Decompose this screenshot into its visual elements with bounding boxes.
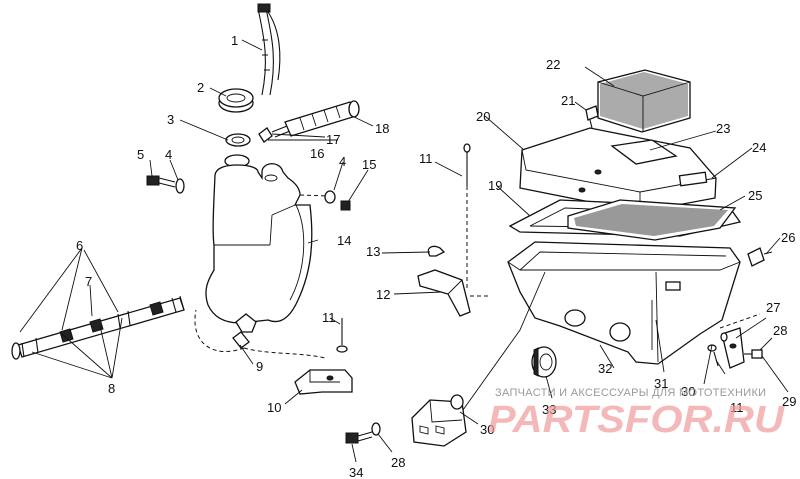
label-part-23: 23 [716,121,730,136]
label-part-26: 26 [781,230,795,245]
rear-bracket [719,313,763,369]
tank-bracket [294,369,353,395]
label-part-2: 2 [197,80,204,95]
label-part-4b: 4 [339,154,346,169]
lower-mount-hardware [345,394,467,447]
rear-bolt [707,332,728,367]
fuel-tank [205,154,313,324]
leader-lines [19,39,789,463]
airbox-base [507,241,741,365]
label-part-3: 3 [167,112,174,127]
label-part-21: 21 [561,93,575,108]
bracket-bolt [336,318,348,353]
label-part-27: 27 [766,300,780,315]
label-part-12: 12 [376,287,390,302]
rubber-grommet [531,346,557,378]
vent-fitting [585,105,599,129]
label-part-6: 6 [76,238,83,253]
airbox-assembly [507,69,773,378]
fuel-cap [218,88,254,113]
mounting-bracket [417,269,490,317]
label-part-29: 29 [782,394,796,409]
watermark: ЗАПЧАСТИ И АКСЕССУАРЫ ДЛЯ МОТОТЕХНИКИ PA… [488,387,786,441]
label-part-9: 9 [256,359,263,374]
label-part-25: 25 [748,188,762,203]
label-part-11b: 11 [419,151,433,166]
label-part-28b: 28 [391,455,405,470]
vertical-bolt-top [463,143,471,290]
watermark-caption: ЗАПЧАСТИ И АКСЕССУАРЫ ДЛЯ МОТОТЕХНИКИ [495,387,766,399]
rubber-strap [427,245,446,257]
label-part-15: 15 [362,157,376,172]
label-part-14: 14 [337,233,351,248]
bolt-and-washer-left [146,175,185,194]
airbox-cover [519,127,717,213]
label-part-8: 8 [108,381,115,396]
label-part-4a: 4 [165,147,172,162]
label-part-34: 34 [349,465,363,479]
watermark-logo: PARTSFOR.RU [488,399,786,441]
vent-hose [258,100,360,143]
label-part-5: 5 [137,147,144,162]
label-part-28a: 28 [773,323,787,338]
fuel-tank-assembly [146,3,360,395]
label-part-1: 1 [231,33,238,48]
label-part-22: 22 [546,57,560,72]
cap-gasket [225,133,251,147]
label-part-11a: 11 [322,310,336,325]
label-part-19: 19 [488,178,502,193]
label-part-24: 24 [752,140,766,155]
label-part-30a: 30 [681,384,695,399]
label-part-32: 32 [598,361,612,376]
drain-fitting [194,309,326,359]
fuel-hose-with-clamps [11,295,185,360]
label-part-18: 18 [375,121,389,136]
label-part-17: 17 [326,132,340,147]
label-part-7: 7 [85,274,92,289]
label-part-31: 31 [654,376,668,391]
fuel-line [257,3,281,96]
foam-filter [567,199,737,241]
label-part-33: 33 [542,402,556,417]
washer-and-nut-right [299,190,351,211]
label-part-30b: 30 [480,422,494,437]
label-part-20: 20 [476,109,490,124]
air-filter-element [597,69,691,133]
label-part-10: 10 [267,400,281,415]
label-part-13: 13 [366,244,380,259]
side-grommet [747,247,773,267]
label-part-16: 16 [310,146,324,161]
part-number-labels: 1 2 3 5 4 4 15 6 7 8 16 17 18 14 9 10 11… [76,33,796,479]
label-part-11c: 11 [730,400,744,415]
